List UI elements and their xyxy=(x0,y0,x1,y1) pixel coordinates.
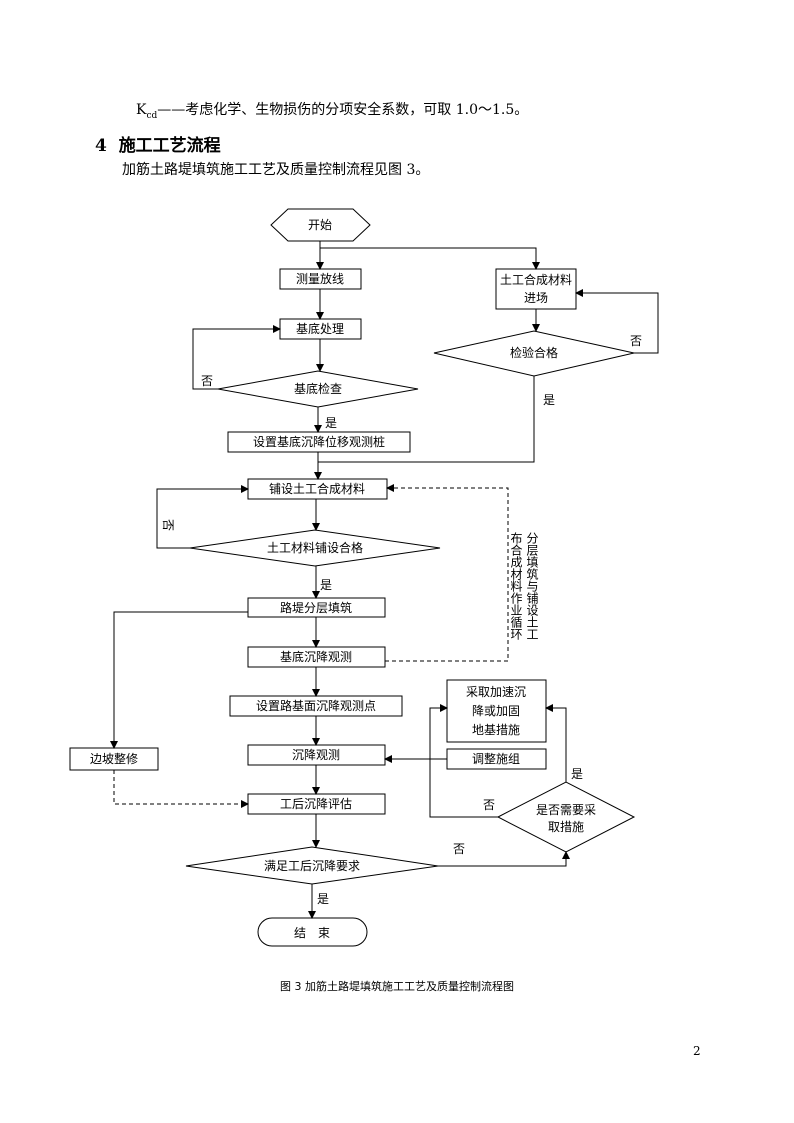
lay-geo-label: 铺设土工合成材料 xyxy=(269,481,365,496)
yes-label-geo-lay: 是 xyxy=(320,578,332,592)
post-eval-label: 工后沉降评估 xyxy=(280,797,352,811)
no-label-inspect: 否 xyxy=(630,334,642,348)
connector-need-no xyxy=(429,704,498,818)
yes-label-need: 是 xyxy=(571,767,583,781)
slope-repair-label: 边坡整修 xyxy=(90,751,138,766)
geo-lay-decision xyxy=(189,529,441,567)
connector-check-no xyxy=(192,325,281,390)
inspect-label: 检验合格 xyxy=(510,345,558,360)
page-number: 2 xyxy=(693,1044,701,1058)
section-title: 施工工艺流程 xyxy=(118,136,221,156)
start-label: 开始 xyxy=(308,218,332,232)
formula-subscript: cd xyxy=(146,110,158,121)
formula-description: ——考虑化学、生物损伤的分项安全系数，可取 1.0～1.5。 xyxy=(157,102,529,118)
layered-fill-label: 路堤分层填筑 xyxy=(280,600,352,615)
accel-label-1: 采取加速沉 xyxy=(466,685,526,699)
accel-label-3: 地基措施 xyxy=(472,723,520,737)
no-label-geo-lay: 否 xyxy=(161,519,175,531)
loop-note-column-1: 分层填筑与铺设土工 xyxy=(525,532,539,640)
settlement-piles-label: 设置基底沉降位移观测桩 xyxy=(253,434,385,449)
accel-label-2: 降或加固 xyxy=(472,704,520,718)
yes-label-inspect: 是 xyxy=(543,393,555,407)
connector-loop-dashed xyxy=(385,484,509,662)
formula-line: Kcd——考虑化学、生物损伤的分项安全系数，可取 1.0～1.5。 xyxy=(136,99,528,121)
section-number: 4 xyxy=(95,136,107,156)
geo-arrival-label-1: 土工合成材料 xyxy=(500,272,572,287)
loop-note-column-2: 布合成材料作业循环 xyxy=(509,532,523,640)
need-label-1: 是否需要采 xyxy=(536,803,596,817)
need-label-2: 取措施 xyxy=(548,820,584,834)
need-measures-decision xyxy=(496,781,636,853)
figure-caption: 图 3 加筋土路堤填筑施工工艺及质量控制流程图 xyxy=(280,980,514,993)
yes-label-meet: 是 xyxy=(317,892,329,906)
connector-meet-no xyxy=(438,851,570,867)
adjust-label: 调整施组 xyxy=(472,751,520,766)
settle-obs-label: 沉降观测 xyxy=(292,748,340,762)
base-treatment-label: 基底处理 xyxy=(296,321,344,336)
connector-inspect-no xyxy=(575,289,659,354)
connector-inspect-yes xyxy=(318,376,535,463)
section-heading: 4 施工工艺流程 xyxy=(95,131,221,156)
yes-label-base-check: 是 xyxy=(325,416,337,430)
start-terminator xyxy=(270,208,371,242)
formula-symbol: K xyxy=(136,102,147,118)
connector-fill-slope xyxy=(110,611,248,749)
intro-paragraph: 加筋土路堤填筑施工工艺及质量控制流程见图 3。 xyxy=(122,162,430,178)
base-settle-obs-label: 基底沉降观测 xyxy=(280,649,352,664)
meet-req-label: 满足工后沉降要求 xyxy=(264,859,360,873)
no-label-meet: 否 xyxy=(453,842,465,856)
connector-start-geo xyxy=(320,247,540,270)
geo-arrival-label-2: 进场 xyxy=(524,291,548,305)
end-label: 结 束 xyxy=(294,926,330,940)
no-label-base-check: 否 xyxy=(201,374,213,388)
base-check-label: 基底检查 xyxy=(294,381,342,396)
connector-lay-no xyxy=(156,485,249,549)
no-label-need: 否 xyxy=(483,798,495,812)
base-check-decision xyxy=(217,370,419,408)
connector-need-yes xyxy=(545,704,567,782)
survey-label: 测量放线 xyxy=(296,271,344,286)
surface-points-label: 设置路基面沉降观测点 xyxy=(256,698,376,713)
connector-slope-eval-dashed xyxy=(113,770,249,808)
geo-lay-ok-label: 土工材料铺设合格 xyxy=(267,540,363,555)
